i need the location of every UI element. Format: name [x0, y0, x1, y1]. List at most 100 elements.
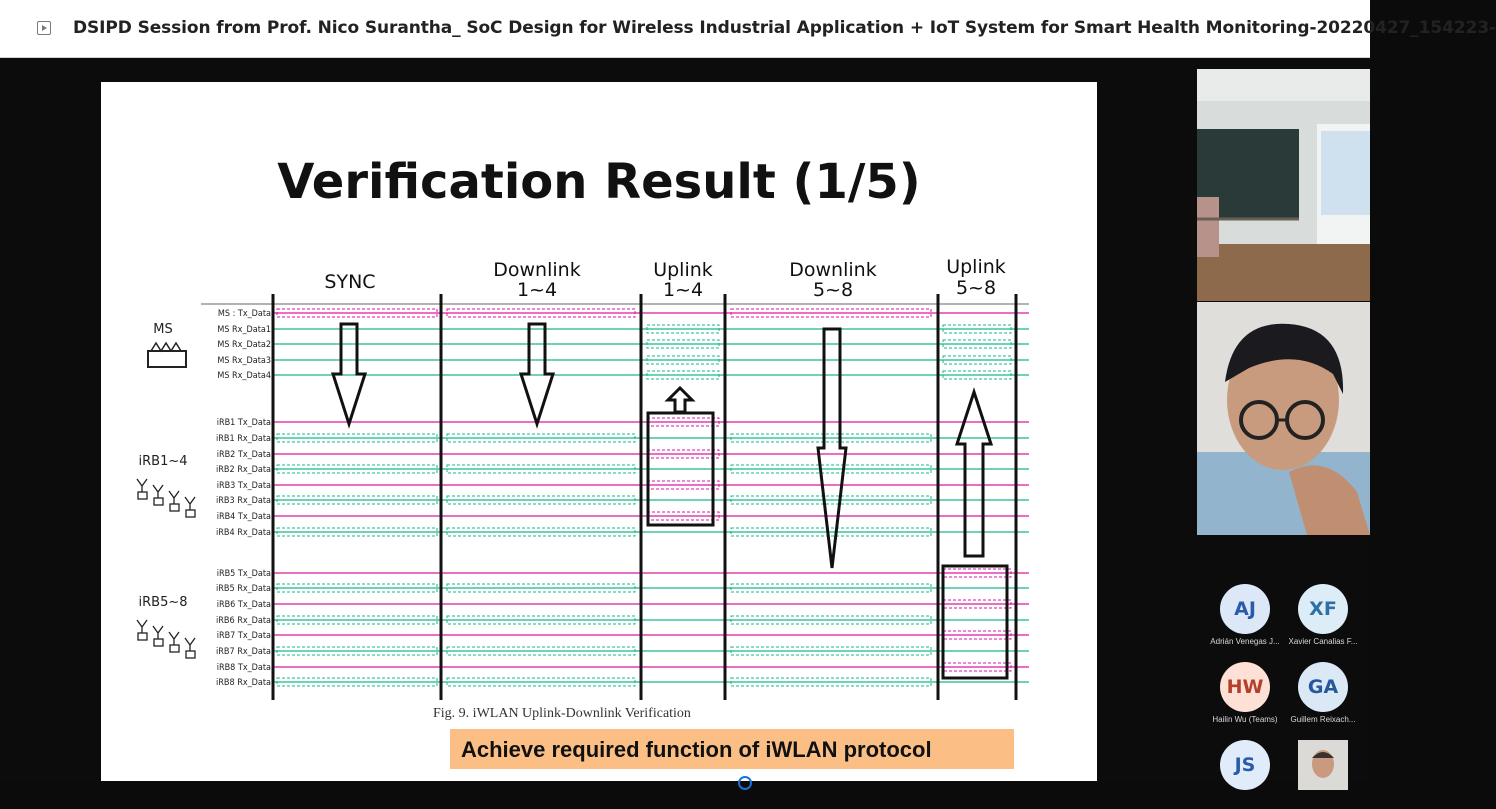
uplink-arrow-icon — [664, 385, 696, 414]
conclusion-text: Achieve required function of iWLAN proto… — [461, 737, 932, 762]
participant-name: Xavier Canalias F... — [1288, 637, 1358, 646]
participant-tile[interactable]: HW Hailin Wu (Teams) — [1210, 662, 1280, 724]
data-burst — [730, 646, 932, 656]
signal-label: iRB8 Rx_Data — [216, 678, 271, 688]
data-burst — [646, 339, 720, 349]
participant-name: Adrián Venegas J... — [1210, 637, 1280, 646]
data-burst — [730, 495, 932, 505]
data-burst — [730, 583, 932, 593]
signal-label: iRB3 Tx_Data — [217, 481, 271, 491]
phase-label-sync: SYNC — [324, 271, 375, 293]
data-burst — [276, 615, 438, 625]
phase-label-uplink-2: Uplink — [946, 256, 1006, 278]
data-burst — [276, 646, 438, 656]
phase-label-downlink-2-range: 5~8 — [813, 279, 853, 301]
data-burst — [446, 583, 636, 593]
camera-feed-classroom[interactable] — [1197, 69, 1370, 301]
avatar: AJ — [1220, 584, 1270, 634]
signal-label: iRB1 Tx_Data — [217, 418, 271, 428]
avatar: JS — [1220, 740, 1270, 790]
phase-label-uplink-2-range: 5~8 — [956, 277, 996, 299]
participant-name: Guillem Reixach... — [1290, 715, 1356, 724]
antenna-icon — [184, 496, 196, 510]
signal-label: MS : Tx_Data — [218, 309, 271, 319]
window-title: DSIPD Session from Prof. Nico Surantha_ … — [73, 18, 1496, 38]
data-burst — [276, 495, 438, 505]
video-file-icon — [37, 21, 51, 35]
participant-tile[interactable]: GA Guillem Reixach... — [1288, 662, 1358, 724]
node-icon — [153, 497, 164, 506]
signal-label: iRB7 Tx_Data — [217, 631, 271, 641]
signal-label: iRB6 Rx_Data — [216, 616, 271, 626]
node-icon — [185, 650, 196, 659]
signal-label: iRB4 Tx_Data — [217, 512, 271, 522]
data-burst — [646, 370, 720, 380]
data-burst — [646, 324, 720, 334]
presentation-slide: Verification Result (1/5) SYNC Downlink … — [101, 82, 1097, 781]
data-burst — [276, 677, 438, 687]
base-station-icon — [147, 350, 187, 368]
signal-label: iRB6 Tx_Data — [217, 600, 271, 610]
data-burst — [446, 646, 636, 656]
signal-label: iRB2 Rx_Data — [216, 465, 271, 475]
data-burst — [276, 308, 438, 318]
participant-tile[interactable]: XF Xavier Canalias F... — [1288, 584, 1358, 646]
node-icon — [169, 644, 180, 653]
conclusion-banner: Achieve required function of iWLAN proto… — [450, 729, 1014, 769]
data-burst — [446, 527, 636, 537]
downlink-arrow-icon — [330, 322, 368, 429]
avatar: GA — [1298, 662, 1348, 712]
participant-photo — [1298, 740, 1348, 790]
signal-label: iRB3 Rx_Data — [216, 496, 271, 506]
data-burst — [730, 464, 932, 474]
antenna-icon — [152, 625, 164, 639]
data-burst — [446, 433, 636, 443]
data-burst — [730, 677, 932, 687]
group-label: iRB5~8 — [139, 595, 188, 610]
data-burst — [276, 433, 438, 443]
phase-label-downlink-1-range: 1~4 — [517, 279, 557, 301]
data-burst — [942, 324, 1012, 334]
data-burst — [730, 308, 932, 318]
signal-label: MS Rx_Data4 — [217, 371, 271, 381]
data-burst — [730, 433, 932, 443]
avatar: XF — [1298, 584, 1348, 634]
scroll-indicator-icon[interactable] — [738, 776, 752, 790]
data-burst — [276, 464, 438, 474]
uplink-highlight-box — [646, 411, 715, 527]
node-icon — [137, 632, 148, 641]
slide-title: Verification Result (1/5) — [277, 154, 921, 210]
data-burst — [446, 495, 636, 505]
downlink-arrow-icon — [816, 327, 848, 569]
participant-tile[interactable]: JS — [1210, 740, 1280, 790]
data-burst — [942, 370, 1012, 380]
signal-label: MS Rx_Data1 — [217, 325, 271, 335]
participant-tile[interactable]: AJ Adrián Venegas J... — [1210, 584, 1280, 646]
data-burst — [730, 527, 932, 537]
node-icon — [137, 491, 148, 500]
avatar: HW — [1220, 662, 1270, 712]
node-icon — [185, 509, 196, 518]
waveform-figure: SYNC Downlink 1~4 Uplink 1~4 Downlink 5~… — [136, 256, 1029, 700]
window-titlebar: DSIPD Session from Prof. Nico Surantha_ … — [0, 0, 1496, 58]
signal-label: iRB8 Tx_Data — [217, 663, 271, 673]
figure-caption: Fig. 9. iWLAN Uplink-Downlink Verificati… — [433, 706, 691, 721]
antenna-icon — [168, 631, 180, 645]
antenna-icon — [168, 490, 180, 504]
signal-label: iRB4 Rx_Data — [216, 528, 271, 538]
signal-label: iRB2 Tx_Data — [217, 450, 271, 460]
data-burst — [446, 677, 636, 687]
antenna-icon — [184, 637, 196, 651]
camera-feed-presenter[interactable] — [1197, 302, 1370, 535]
participant-name: Hailin Wu (Teams) — [1212, 715, 1278, 724]
group-label: iRB1~4 — [139, 454, 188, 469]
data-burst — [276, 583, 438, 593]
phase-label-uplink-1-range: 1~4 — [663, 279, 703, 301]
data-burst — [276, 527, 438, 537]
phase-label-uplink-1: Uplink — [653, 259, 713, 281]
phase-label-downlink-1: Downlink — [493, 259, 580, 281]
antenna-icon — [152, 484, 164, 498]
participant-tile-video[interactable] — [1288, 740, 1358, 790]
data-burst — [446, 615, 636, 625]
antenna-icon — [136, 478, 148, 492]
